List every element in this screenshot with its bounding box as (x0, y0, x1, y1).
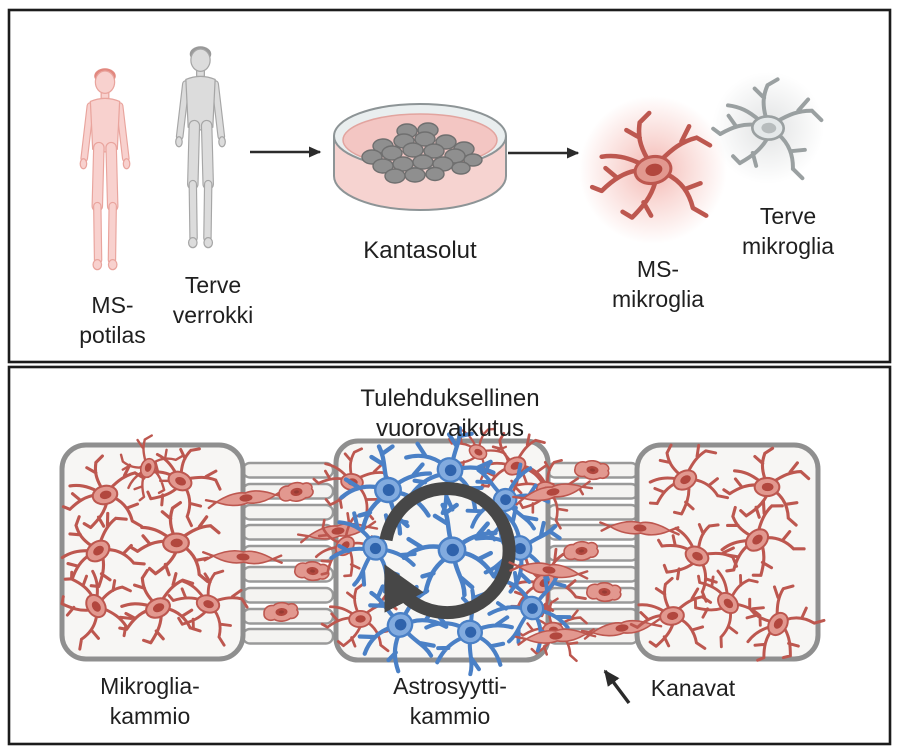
healthy-control-label-line2: verrokki (172, 302, 254, 328)
microglia-chamber-label-line1: Mikroglia- (100, 673, 200, 699)
amoeboid-microglia-icon (585, 580, 623, 604)
stem-cell-colonies-icon (361, 122, 483, 184)
channels-label: Kanavat (638, 673, 748, 703)
ms-patient-label: MS- potilas (40, 290, 185, 350)
channels-label-text: Kanavat (650, 675, 736, 701)
ms-microglia-icon (579, 96, 727, 244)
ms-microglia-label-line2: mikroglia (611, 286, 705, 312)
healthy-control-label-line1: Terve (184, 272, 242, 298)
ms-patient-label-line1: MS- (91, 292, 134, 318)
healthy-microglia-icon (704, 64, 831, 184)
astrocyte-chamber-label-line1: Astrosyytti- (393, 673, 507, 699)
ms-microglia-label: MS- mikroglia (583, 254, 733, 314)
healthy-microglia-label: Terve mikroglia (713, 201, 863, 261)
channels-pointer-arrow-icon (603, 669, 631, 705)
healthy-microglia-label-line1: Terve (759, 203, 817, 229)
healthy-control-label: Terve verrokki (133, 270, 293, 330)
microglia-chamber-label-line2: kammio (109, 703, 191, 729)
bottom-panel-title-line1: Tulehduksellinen (360, 385, 540, 412)
stem-cells-label: Kantasolut (320, 236, 520, 266)
ms-microglia-label-line1: MS- (636, 256, 680, 282)
astrocyte-chamber-label-line2: kammio (409, 703, 491, 729)
bottom-panel-title-line2: vuorovaikutus (375, 415, 525, 442)
petri-dish-icon (333, 103, 507, 211)
healthy-microglia-label-line2: mikroglia (741, 233, 835, 259)
astrocyte-chamber-label: Astrosyytti- kammio (355, 671, 545, 731)
bottom-panel-title: Tulehduksellinen vuorovaikutus (280, 384, 620, 444)
inflammation-cycle-arrow-icon (379, 482, 516, 619)
stem-cells-label-text: Kantasolut (363, 237, 477, 264)
ms-patient-label-line2: potilas (79, 322, 146, 348)
microglia-chamber-label: Mikroglia- kammio (55, 671, 245, 731)
